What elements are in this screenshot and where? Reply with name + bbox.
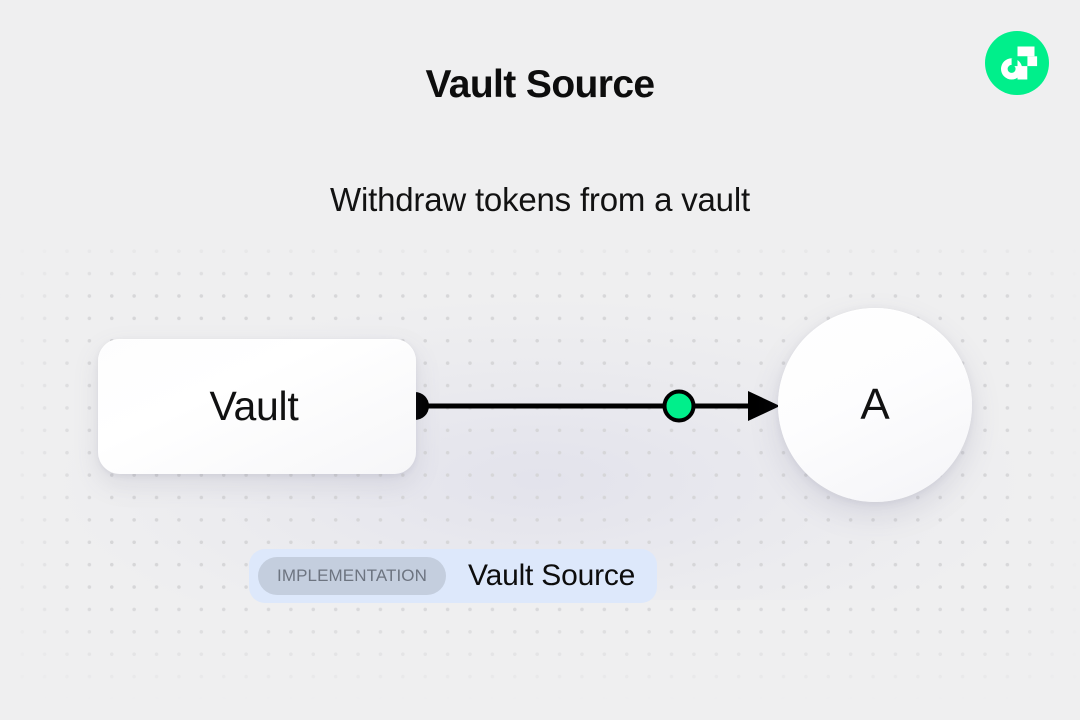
node-a-label: A [860, 380, 890, 429]
implementation-tag-label: IMPLEMENTATION [258, 557, 447, 595]
node-vault-label: Vault [209, 383, 299, 429]
implementation-name-label: Vault Source [468, 559, 636, 592]
node-a[interactable]: A [778, 308, 972, 502]
arrow-head-icon [748, 391, 780, 421]
flow-logo-icon [985, 31, 1049, 95]
node-vault[interactable]: Vault [98, 339, 416, 474]
implementation-badge[interactable]: IMPLEMENTATION Vault Source [249, 549, 658, 603]
page-subtitle: Withdraw tokens from a vault [330, 181, 750, 218]
green-node-dot[interactable] [662, 389, 696, 423]
page-title: Vault Source [425, 63, 655, 106]
